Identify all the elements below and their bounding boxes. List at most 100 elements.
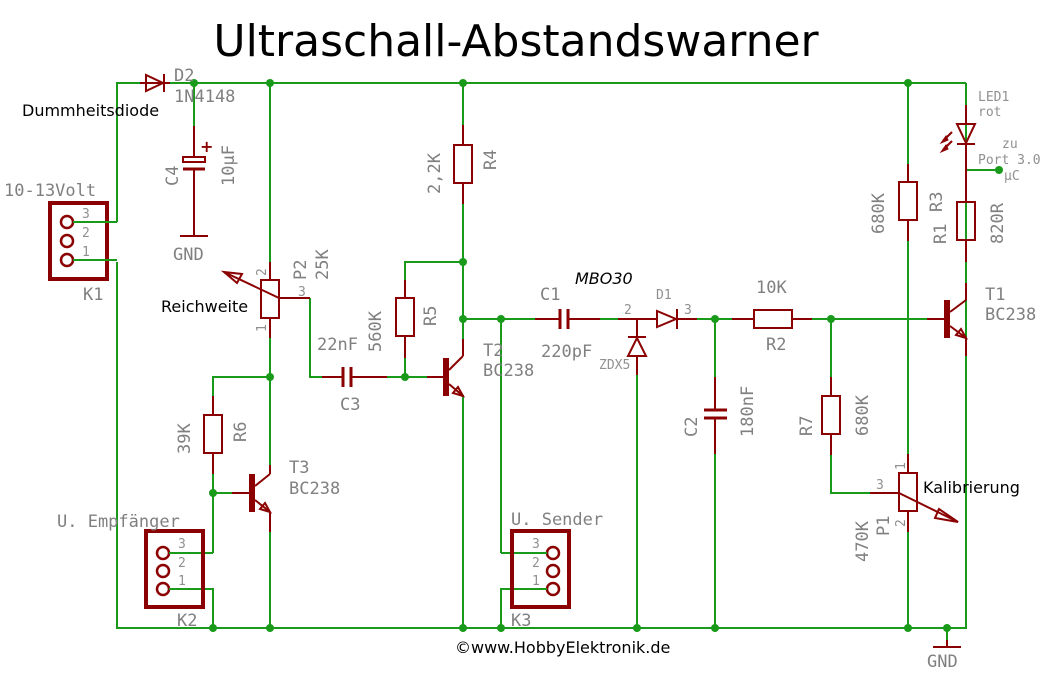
gnd-label: GND <box>173 245 204 265</box>
port-line2: Port 3.0 <box>978 153 1041 168</box>
t1-name: T1 <box>985 285 1005 305</box>
r7-name: R7 <box>797 416 817 436</box>
p2-value: 25K <box>313 249 333 280</box>
junction <box>266 624 274 632</box>
junction <box>459 258 467 266</box>
p1-value: 470K <box>853 520 873 562</box>
r1-name: R1 <box>931 224 951 244</box>
c3-value: 22nF <box>317 335 358 355</box>
wire-k1-to-d2 <box>116 82 140 222</box>
r6-value: 39K <box>175 423 195 454</box>
bridge-rectifier-note: MBO30 <box>575 269 633 288</box>
junction <box>497 624 505 632</box>
c4-polarity: + <box>200 137 213 156</box>
r7-value: 680K <box>853 394 873 436</box>
r1-value: 820R <box>988 202 1008 244</box>
p2-pin-2: 2 <box>255 268 270 276</box>
capacitor-c1: C1 220pF <box>535 285 600 362</box>
capacitor-c4: + C4 10µF <box>163 126 239 205</box>
junction <box>943 624 951 632</box>
p2-pin-3: 3 <box>298 285 306 300</box>
wire-r7-to-p1 <box>830 455 870 494</box>
t3-name: T3 <box>289 458 309 478</box>
d1-name: D1 <box>656 288 672 303</box>
range-note: Reichweite <box>161 297 248 316</box>
k3-pin-1: 1 <box>532 574 540 589</box>
k2-name: K2 <box>177 611 197 631</box>
c1-value: 220pF <box>541 342 592 362</box>
protection-diode-note: Dummheitsdiode <box>22 101 159 120</box>
k1-pin-2: 2 <box>82 226 90 241</box>
junction <box>266 79 274 87</box>
gnd-symbol-main: GND <box>927 640 961 672</box>
diode-d1: 2 3 D1 <box>618 288 697 329</box>
p1-pin-3: 3 <box>876 478 884 493</box>
junction <box>459 79 467 87</box>
resistor-r5: 560K R5 <box>366 280 441 358</box>
t2-value: BC238 <box>483 361 534 381</box>
port-line1: zu <box>1002 137 1018 152</box>
p1-name: P1 <box>874 516 894 536</box>
p1-pin-1: 1 <box>894 462 909 470</box>
port-label: zu Port 3.0 µC <box>978 137 1041 184</box>
r6-name: R6 <box>231 422 251 442</box>
junction <box>459 315 467 323</box>
d1-pin-2: 2 <box>624 303 632 318</box>
wire-r6-top <box>212 376 270 396</box>
schematic-title: Ultraschall-Abstandswarner <box>213 16 819 67</box>
k3-value: U. Sender <box>511 510 603 530</box>
transistor-t1: T1 BC238 <box>927 283 1036 356</box>
p2-pin-1: 1 <box>255 324 270 332</box>
calibration-note: Kalibrierung <box>923 478 1020 497</box>
k1-pin-1: 1 <box>82 245 90 260</box>
resistor-r7: R7 680K <box>797 377 873 455</box>
p1-pin-2: 2 <box>894 519 909 527</box>
r5-value: 560K <box>366 310 386 352</box>
c2-name: C2 <box>682 417 702 437</box>
junction <box>401 373 409 381</box>
copyright: ©www.HobbyElektronik.de <box>455 638 670 657</box>
junction <box>904 79 912 87</box>
r4-value: 2,2K <box>425 152 445 194</box>
c4-name: C4 <box>163 166 183 186</box>
r3-value: 680K <box>869 192 889 234</box>
led1-value: rot <box>978 105 1001 120</box>
junction <box>209 624 217 632</box>
k1-pin-3: 3 <box>82 207 90 222</box>
zd-name: ZDX5 <box>599 358 630 373</box>
wire-k2-pin1 <box>188 588 214 628</box>
wires <box>116 82 999 640</box>
connector-k3: 3 2 1 U. Sender K3 <box>510 510 603 631</box>
junction <box>827 315 835 323</box>
c1-name: C1 <box>540 285 560 305</box>
connector-k1: 3 2 1 10-13Volt K1 <box>4 181 117 305</box>
c2-value: 180nF <box>738 386 758 437</box>
resistor-r2: 10K R2 <box>732 278 812 355</box>
junction <box>904 624 912 632</box>
r2-value: 10K <box>756 278 787 298</box>
zener-diode: ZDX5 <box>599 319 648 375</box>
k2-value: U. Empfänger <box>57 512 180 532</box>
junction <box>633 624 641 632</box>
capacitor-c2: C2 180nF <box>682 377 758 454</box>
junction <box>711 624 719 632</box>
k2-pin-2: 2 <box>178 556 186 571</box>
wire-r5-top <box>404 261 463 280</box>
k1-value: 10-13Volt <box>4 181 96 201</box>
k3-name: K3 <box>511 611 531 631</box>
t1-value: BC238 <box>985 305 1036 325</box>
junction <box>497 315 505 323</box>
potentiometer-p1: 1 3 2 470K P1 <box>853 454 959 562</box>
c3-name: C3 <box>340 395 360 415</box>
junction <box>459 624 467 632</box>
p2-name: P2 <box>291 260 311 280</box>
k2-pin-3: 3 <box>178 537 186 552</box>
diode-d2: D2 1N4148 <box>140 66 235 107</box>
t3-value: BC238 <box>289 479 340 499</box>
gnd-label-main: GND <box>927 652 958 672</box>
r5-name: R5 <box>421 306 441 326</box>
d2-value: 1N4148 <box>174 87 235 107</box>
connector-k2: 3 2 1 U. Empfänger K2 <box>57 512 205 631</box>
resistor-r4: 2,2K R4 <box>425 125 501 204</box>
